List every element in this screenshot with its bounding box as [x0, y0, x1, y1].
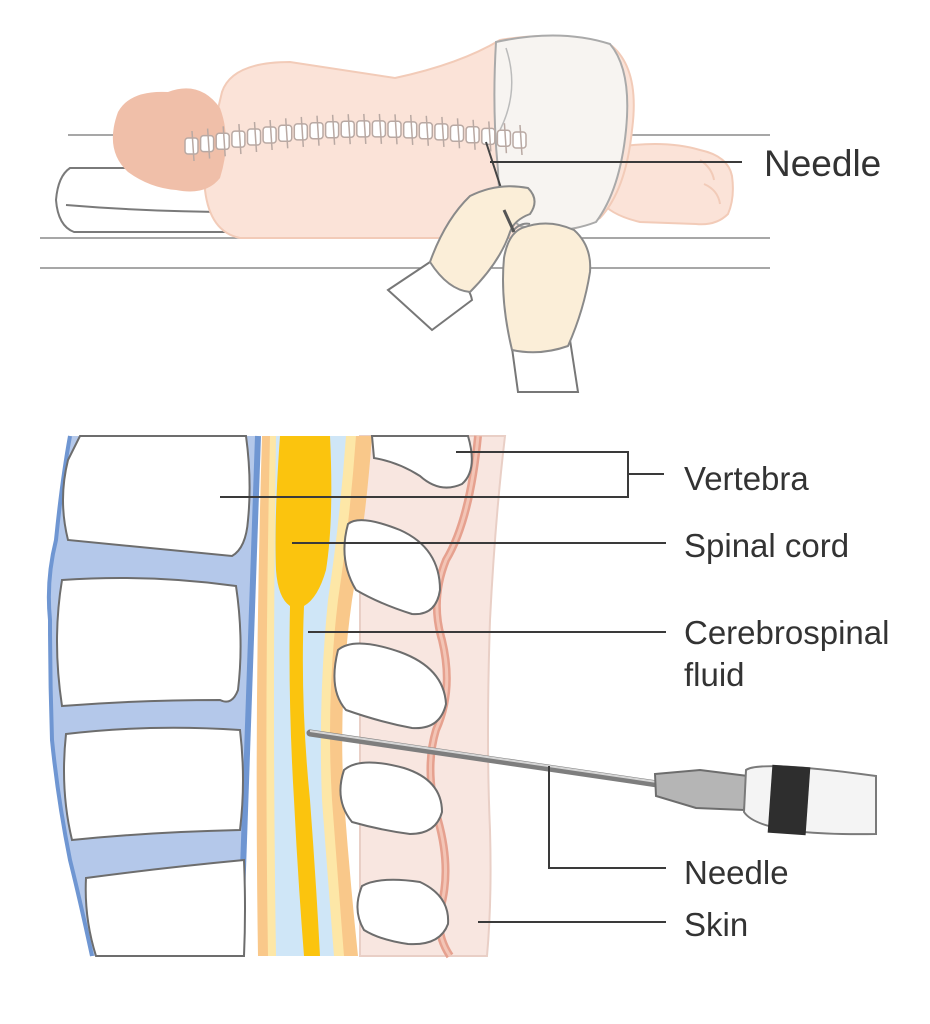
spinal-cord [275, 436, 332, 956]
spine-process [347, 114, 351, 145]
spine-vertebra [496, 129, 512, 147]
spine-process [472, 119, 476, 150]
spine-process [409, 114, 414, 145]
spine-vertebra [246, 128, 262, 146]
spine-process [503, 123, 508, 154]
spinous-process [356, 878, 450, 946]
labels: Vertebra Spinal cord Cerebrospinal fluid… [220, 451, 889, 943]
spine-vertebra [402, 121, 418, 139]
csf-label-line1: Cerebrospinal [684, 614, 889, 651]
spine-vertebra [324, 121, 340, 139]
spinous-process [339, 761, 444, 836]
spine-vertebra [387, 120, 402, 139]
spine-process [222, 126, 226, 157]
spine-process [316, 115, 320, 146]
spine-vertebra [309, 121, 324, 140]
spine-process [300, 116, 305, 147]
spine-vertebra [293, 123, 309, 141]
spine-process [441, 116, 445, 147]
spinal-cord-label: Spinal cord [684, 527, 849, 564]
spine-vertebra [231, 130, 246, 148]
spine-vertebra [465, 126, 480, 144]
right-glove [502, 222, 592, 354]
syringe [306, 729, 877, 836]
spine-vertebra [184, 137, 199, 155]
spine-vertebra [512, 131, 527, 149]
spine-vertebra [277, 124, 293, 143]
needle-label-bottom: Needle [684, 854, 789, 891]
spine-vertebra [262, 126, 277, 144]
vertebral-body [84, 858, 246, 957]
spine-process [284, 118, 289, 149]
vertebral-body [63, 726, 244, 842]
spine-vertebra [356, 120, 371, 138]
spine-vertebra [371, 120, 387, 138]
csf-label-line2: fluid [684, 656, 745, 693]
plunger-seal [767, 764, 811, 836]
spine-process [363, 113, 367, 144]
needle-shaft [306, 729, 668, 789]
spine-vertebra [481, 127, 496, 146]
spine-illustration [184, 113, 527, 162]
spine-vertebra [199, 134, 215, 153]
spine-process [425, 115, 430, 146]
spine-process [519, 124, 523, 156]
syringe-barrel [742, 765, 877, 836]
vertebral-body [56, 577, 242, 708]
vertebra-label: Vertebra [684, 460, 809, 497]
spine-process [331, 114, 336, 145]
legs [599, 143, 734, 226]
head-hair [112, 88, 226, 192]
spine-process [253, 121, 258, 153]
needle-hub [653, 768, 750, 812]
vertebral-body [62, 435, 251, 558]
spine-cross-section: Vertebra Spinal cord Cerebrospinal fluid… [46, 435, 889, 959]
spinous-process [370, 435, 473, 489]
spine-process [394, 114, 398, 145]
spine-process [488, 121, 492, 152]
needle-label-top: Needle [764, 143, 881, 184]
needle-leader-bottom [548, 766, 666, 869]
skin-label: Skin [684, 906, 748, 943]
vertebral-bodies [56, 435, 251, 957]
spine-process [378, 113, 383, 144]
top-illustration: Needle [40, 34, 881, 393]
spine-vertebra [434, 123, 449, 141]
left-glove [428, 185, 536, 294]
spine-process [191, 130, 195, 162]
spine-process [269, 119, 273, 151]
spine-process [238, 124, 242, 155]
spine-vertebra [418, 122, 434, 140]
spine-vertebra [215, 132, 230, 151]
spine-vertebra [340, 120, 355, 138]
spine-process [456, 118, 461, 149]
spine-process [206, 128, 211, 159]
spine-vertebra [449, 124, 465, 143]
spinous-process [333, 642, 448, 730]
